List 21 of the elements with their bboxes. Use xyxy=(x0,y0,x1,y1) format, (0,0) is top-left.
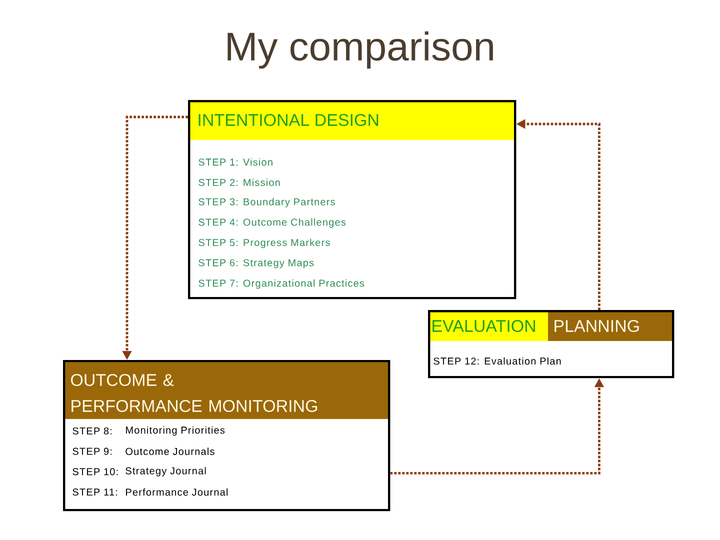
step-text: STEP 4: Outcome Challenges xyxy=(198,218,346,228)
box-heading: PLANNING xyxy=(548,310,672,341)
step-text: STEP 3: Boundary Partners xyxy=(198,198,335,208)
step-text: STEP 1: Vision xyxy=(198,158,272,166)
box-heading: OUTCOME & PERFORMANCE MONITORING xyxy=(63,360,388,419)
step-name: Performance Journal xyxy=(126,488,228,496)
step-text: STEP 12: Evaluation Plan xyxy=(434,357,561,365)
step-number: STEP 10: xyxy=(72,468,118,476)
step-text: STEP 6: Strategy Maps xyxy=(198,259,314,268)
step-number: STEP 11: xyxy=(72,488,117,496)
step-text: STEP 5: Progress Markers xyxy=(198,238,330,248)
box-heading: EVALUATION xyxy=(428,310,548,341)
step-text: STEP 2: Mission xyxy=(198,178,280,186)
step-number: STEP 9: xyxy=(72,448,112,455)
step-name: Outcome Journals xyxy=(126,448,214,455)
box-heading: INTENTIONAL DESIGN xyxy=(188,100,514,140)
step-name: Strategy Journal xyxy=(126,467,206,476)
step-number: STEP 8: xyxy=(72,427,112,435)
step-name: Monitoring Priorities xyxy=(126,426,225,436)
title: My comparison xyxy=(228,31,493,69)
step-text: STEP 7: Organizational Practices xyxy=(198,279,364,289)
